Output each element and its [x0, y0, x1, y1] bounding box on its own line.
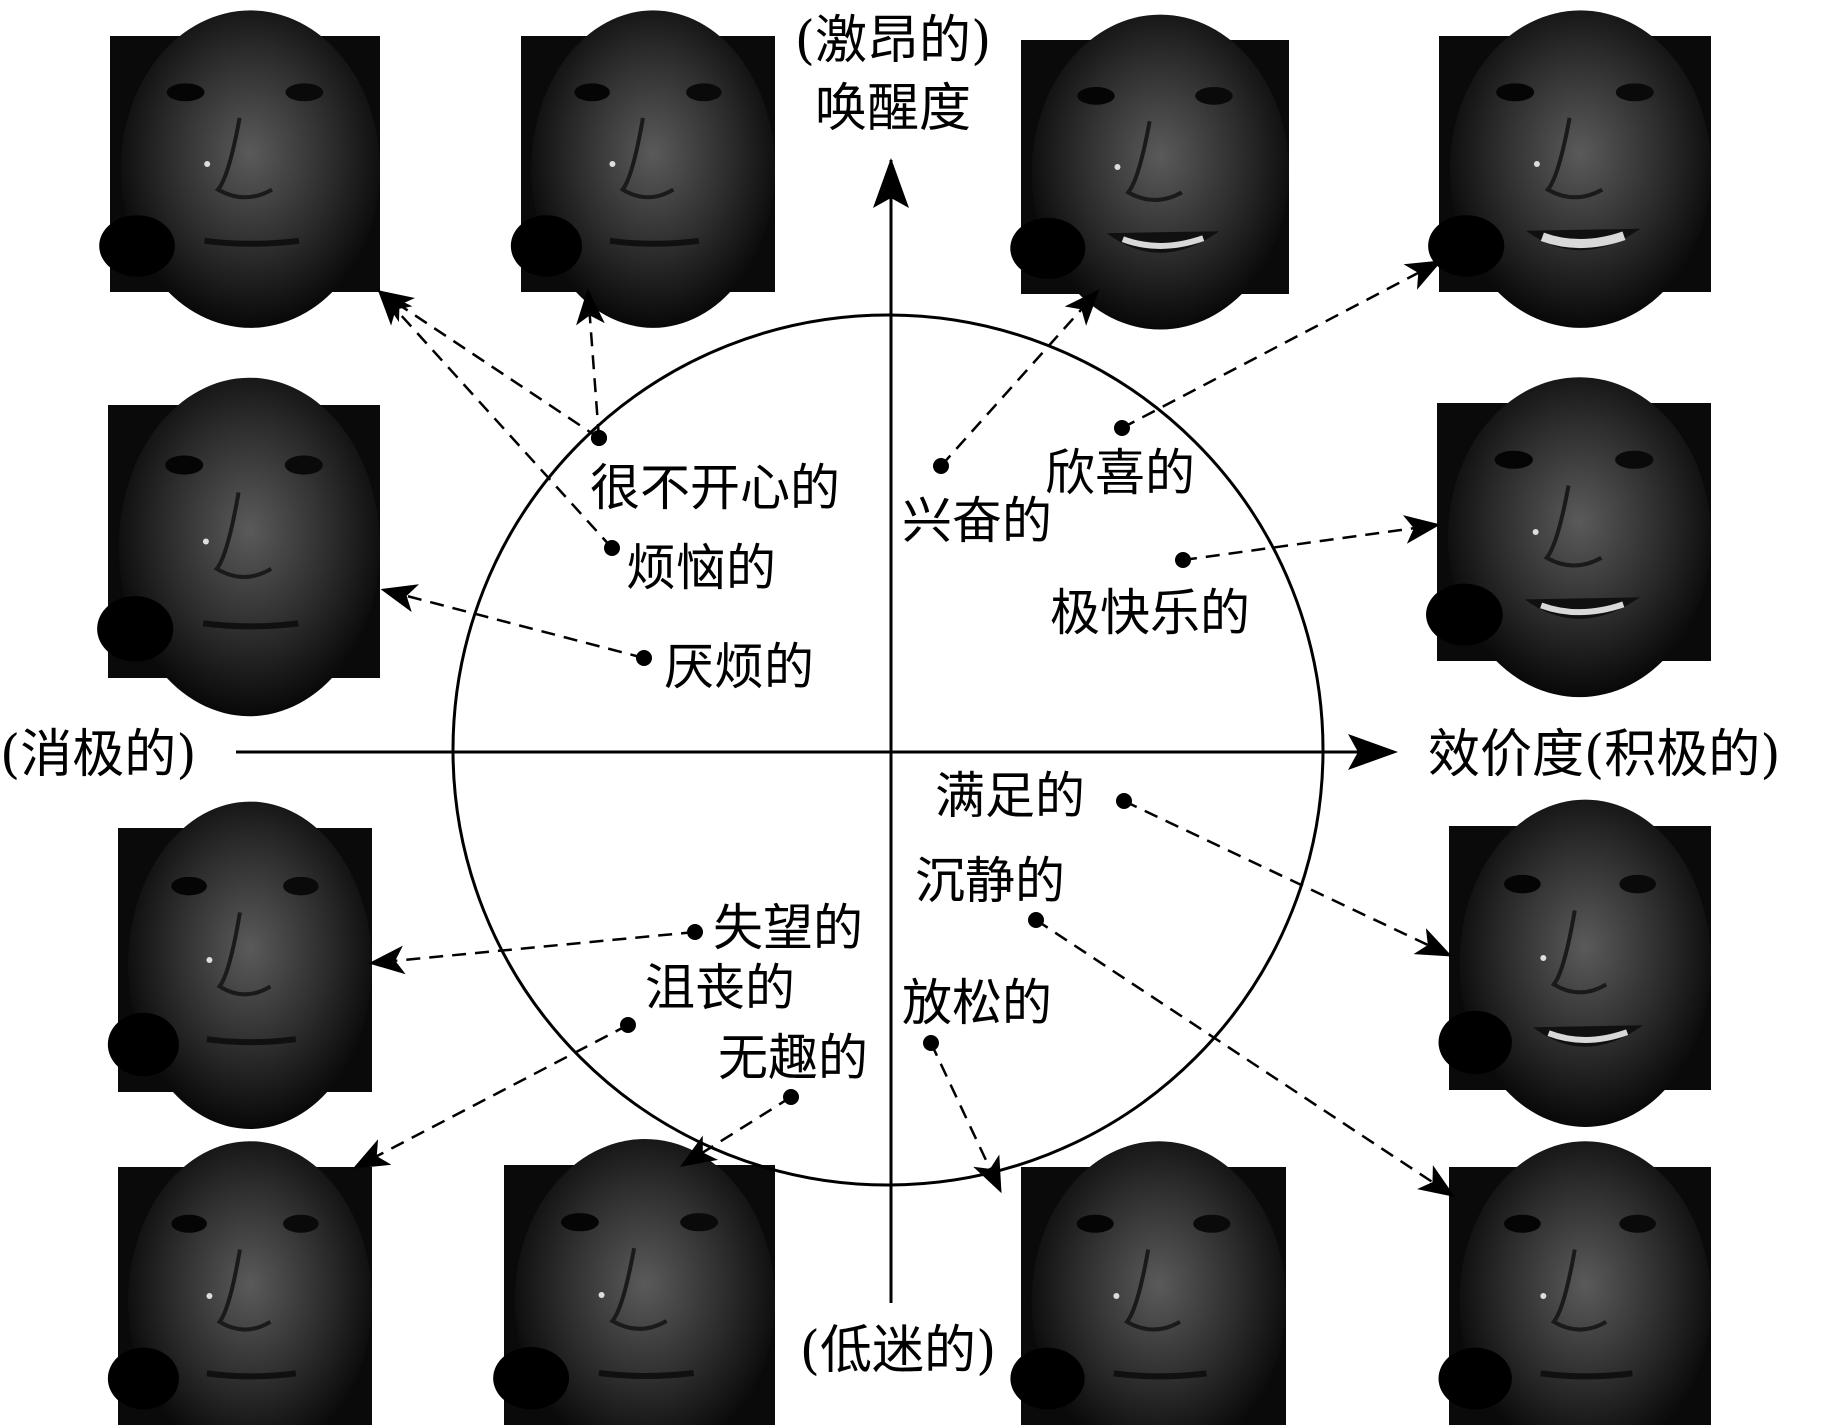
emotion-dot [687, 924, 703, 940]
dashed-connector [1035, 918, 1456, 1197]
dashed-connector [940, 289, 1100, 467]
emotion-dot [1114, 420, 1130, 436]
emotion-label: 很不开心的 [590, 459, 840, 517]
axis-label-bottom: (低迷的) [800, 1321, 997, 1381]
emotion-dot [923, 1035, 939, 1051]
face-photo [99, 10, 380, 328]
face-thumbnails [97, 10, 1711, 1425]
up-arrow-icon [873, 158, 909, 208]
emotion-dot [591, 430, 607, 446]
face-photo [1010, 1141, 1286, 1425]
emotion-label: 满足的 [935, 767, 1085, 825]
dashed-connector [1182, 515, 1441, 562]
emotion-label: 无趣的 [718, 1029, 868, 1087]
emotion-label: 极快乐的 [1050, 584, 1250, 642]
dashed-connector [1121, 260, 1443, 430]
face-photo [1426, 377, 1711, 698]
dashed-connector [352, 1023, 629, 1169]
emotion-dot [604, 540, 620, 556]
emotion-dot [933, 458, 949, 474]
emotion-dot [1028, 912, 1044, 928]
right-arrow-icon [1348, 734, 1398, 770]
connectors [352, 260, 1456, 1197]
axis-label-left: (消极的) [0, 725, 197, 785]
emotion-dot [1175, 552, 1191, 568]
emotion-dot [636, 650, 652, 666]
dashed-connector [377, 289, 613, 549]
emotion-dot [783, 1089, 799, 1105]
emotion-label: 沉静的 [915, 852, 1065, 910]
emotion-dot [1116, 793, 1132, 809]
emotion-label: 厌烦的 [664, 638, 814, 696]
axis-label-top-line2: 唤醒度 [815, 79, 971, 139]
emotion-label: 兴奋的 [902, 492, 1052, 550]
face-photo [1438, 1141, 1711, 1425]
axis-label-right: 效价度(积极的) [1428, 725, 1781, 785]
dashed-connector [576, 288, 605, 439]
face-photo [1438, 799, 1711, 1127]
emotion-label: 欣喜的 [1045, 444, 1195, 502]
face-photo [97, 377, 380, 717]
dashed-connector [929, 1042, 1002, 1194]
emotion-dot [620, 1017, 636, 1033]
face-photo [107, 1141, 372, 1425]
face-photo [1428, 10, 1711, 328]
axis-label-top-line1: (激昂的) [795, 11, 992, 71]
dashed-connector [1123, 799, 1453, 957]
dashed-connector [377, 290, 600, 440]
dashed-connector [380, 584, 645, 660]
dashed-connector [368, 930, 696, 975]
emotion-label: 失望的 [713, 899, 863, 957]
emotion-label: 烦恼的 [626, 539, 776, 597]
emotion-circle [451, 313, 1325, 1187]
emotion-label: 沮丧的 [645, 959, 795, 1017]
face-photo [493, 1139, 775, 1425]
face-photo [107, 801, 372, 1129]
face-photo [510, 10, 775, 328]
emotion-label: 放松的 [902, 974, 1052, 1032]
face-photo [1010, 14, 1289, 330]
